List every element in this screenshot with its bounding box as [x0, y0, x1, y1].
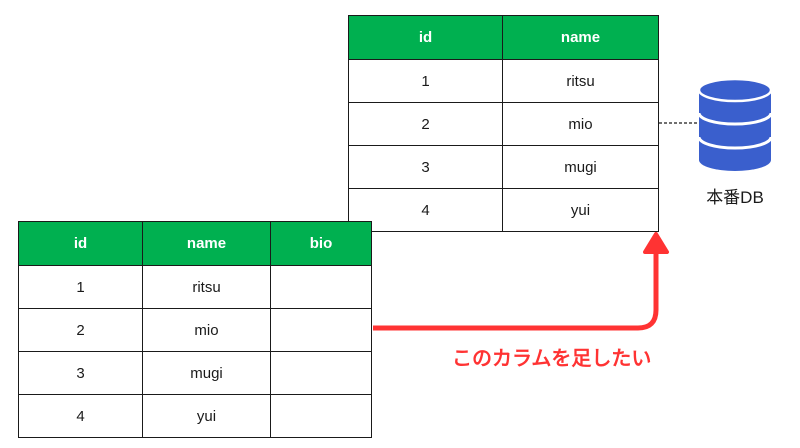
cell-name: ritsu: [142, 265, 271, 309]
add-column-arrow: [373, 232, 669, 331]
column-header-name: name: [502, 15, 659, 60]
column-header-name: name: [142, 221, 271, 266]
production-table: id name 1 ritsu 2 mio 3 mugi 4 yui: [348, 15, 659, 232]
cell-bio: [270, 265, 372, 309]
cell-name: yui: [502, 188, 659, 232]
column-header-bio: bio: [270, 221, 372, 266]
cell-bio: [270, 308, 372, 352]
table-row: 2 mio: [348, 102, 659, 146]
cell-id: 1: [348, 59, 503, 103]
table-row: 1 ritsu: [348, 59, 659, 103]
database-icon: [697, 77, 773, 171]
cell-bio: [270, 394, 372, 438]
table-row: 3 mugi: [18, 351, 372, 395]
table-row: 4 yui: [348, 188, 659, 232]
cell-name: yui: [142, 394, 271, 438]
cell-name: ritsu: [502, 59, 659, 103]
table-row: 1 ritsu: [18, 265, 372, 309]
cell-name: mugi: [502, 145, 659, 189]
table-row: 3 mugi: [348, 145, 659, 189]
cell-id: 2: [348, 102, 503, 146]
cell-bio: [270, 351, 372, 395]
table-header-row: id name: [348, 15, 659, 60]
table-row: 2 mio: [18, 308, 372, 352]
cell-id: 1: [18, 265, 143, 309]
cell-id: 4: [348, 188, 503, 232]
column-header-id: id: [348, 15, 503, 60]
cell-id: 4: [18, 394, 143, 438]
cell-id: 2: [18, 308, 143, 352]
cell-name: mugi: [142, 351, 271, 395]
table-header-row: id name bio: [18, 221, 372, 266]
cell-id: 3: [348, 145, 503, 189]
database-label: 本番DB: [706, 188, 764, 207]
column-header-id: id: [18, 221, 143, 266]
cell-name: mio: [502, 102, 659, 146]
cell-name: mio: [142, 308, 271, 352]
table-row: 4 yui: [18, 394, 372, 438]
arrow-caption: このカラムを足したい: [452, 346, 652, 370]
cell-id: 3: [18, 351, 143, 395]
arrow-head: [643, 232, 669, 254]
new-schema-table: id name bio 1 ritsu 2 mio 3 mugi 4 yui: [18, 221, 372, 438]
